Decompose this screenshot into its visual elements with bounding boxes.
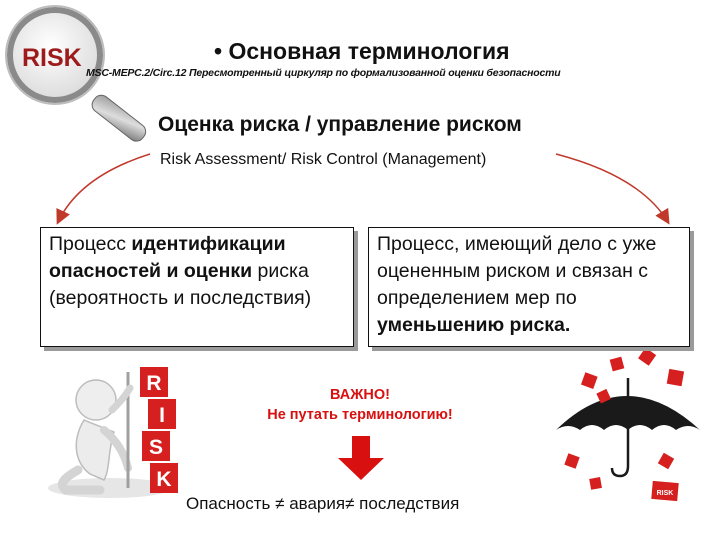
risk-heading: Оценка риска / управление риском [158, 113, 522, 137]
term-accident: авария [289, 494, 345, 513]
risk-assessment-box: Процесс идентификации опасностей и оценк… [40, 227, 354, 347]
term-hazard: Опасность [186, 494, 270, 513]
risk-block-letter-s: S [149, 436, 163, 459]
slide-subtitle: MSC-MEPC.2/Circ.12 Пересмотренный циркул… [86, 67, 560, 79]
right-box-bold-text: уменьшению риска. [377, 314, 570, 336]
terms-inequality: Опасность ≠ авария≠ последствия [186, 494, 459, 514]
dice-risk-label: RISK [657, 490, 674, 497]
down-arrow-icon [338, 436, 384, 480]
not-equal-sign-1: ≠ [275, 494, 284, 513]
important-warning: Не путать терминологию! [230, 405, 490, 425]
term-consequences: последствия [359, 494, 459, 513]
logo-risk-text: RISK [22, 44, 82, 72]
important-title: ВАЖНО! [230, 385, 490, 405]
risk-control-box: Процесс, имеющий дело с уже оцененным ри… [368, 227, 690, 347]
risk-heading-english: Risk Assessment/ Risk Control (Managemen… [160, 151, 486, 169]
not-equal-sign-2: ≠ [345, 494, 354, 513]
right-box-text-1: Процесс, имеющий дело с уже оцененным ри… [377, 233, 656, 309]
slide-title: • Основная терминология [214, 38, 510, 65]
arrow-right-icon [556, 154, 668, 222]
risk-block-letter-i: I [159, 404, 165, 427]
risk-block-letter-r: R [146, 372, 161, 395]
arrow-left-icon [58, 154, 150, 222]
risk-block-letter-k: K [156, 468, 171, 491]
important-note: ВАЖНО! Не путать терминологию! [230, 385, 490, 425]
left-box-text-1: Процесс [49, 233, 131, 255]
